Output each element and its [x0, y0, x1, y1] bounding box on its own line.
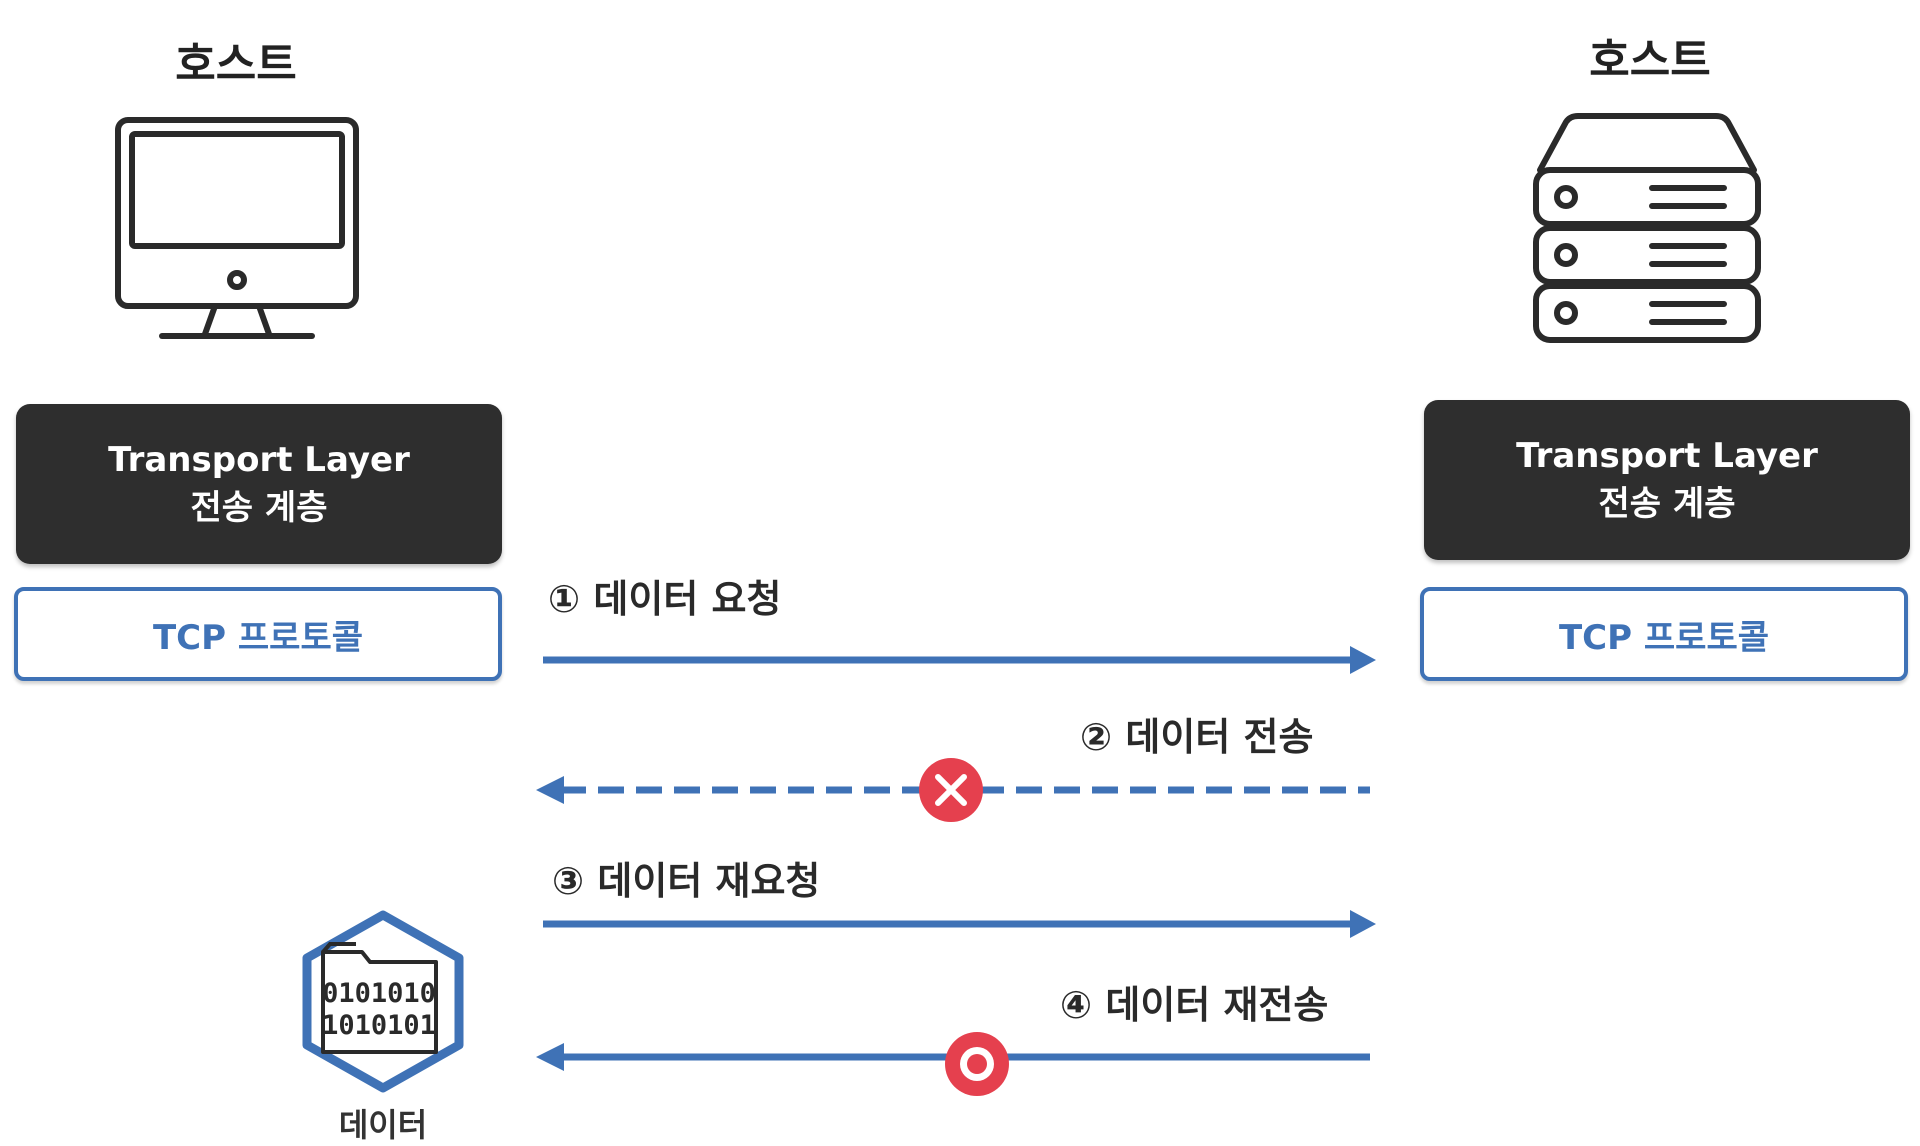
right-layer-korean: 전송 계층 [1598, 484, 1736, 524]
arrow-step-1 [543, 646, 1376, 674]
right-layer-name: Transport Layer [1516, 436, 1818, 476]
right-transport-layer-box: Transport Layer 전송 계층 [1424, 400, 1910, 560]
step-4-label: ④ 데이터 재전송 [1060, 983, 1329, 1027]
step-2-label: ② 데이터 전송 [1080, 715, 1314, 759]
binary-row-1: 0101010 [322, 978, 436, 1009]
server-rack-icon [1533, 113, 1761, 343]
left-tcp-protocol-box: TCP 프로토콜 [14, 587, 502, 681]
left-transport-layer-box: Transport Layer 전송 계층 [16, 404, 502, 564]
right-host-title: 호스트 [1589, 35, 1711, 86]
binary-data-cube-icon: 0101010 1010101 [302, 910, 464, 1093]
right-tcp-protocol-box: TCP 프로토콜 [1420, 587, 1908, 681]
left-layer-korean: 전송 계층 [190, 488, 328, 528]
data-label: 데이터 [338, 1106, 428, 1144]
desktop-monitor-icon [115, 117, 359, 339]
success-o-icon [945, 1032, 1009, 1096]
left-host-title: 호스트 [175, 39, 297, 90]
binary-row-2: 1010101 [322, 1010, 436, 1041]
step-1-label: ① 데이터 요청 [548, 577, 782, 621]
failed-x-icon [919, 758, 983, 822]
step-3-label: ③ 데이터 재요청 [552, 859, 821, 903]
left-layer-name: Transport Layer [108, 440, 410, 480]
arrow-step-3 [543, 910, 1376, 938]
